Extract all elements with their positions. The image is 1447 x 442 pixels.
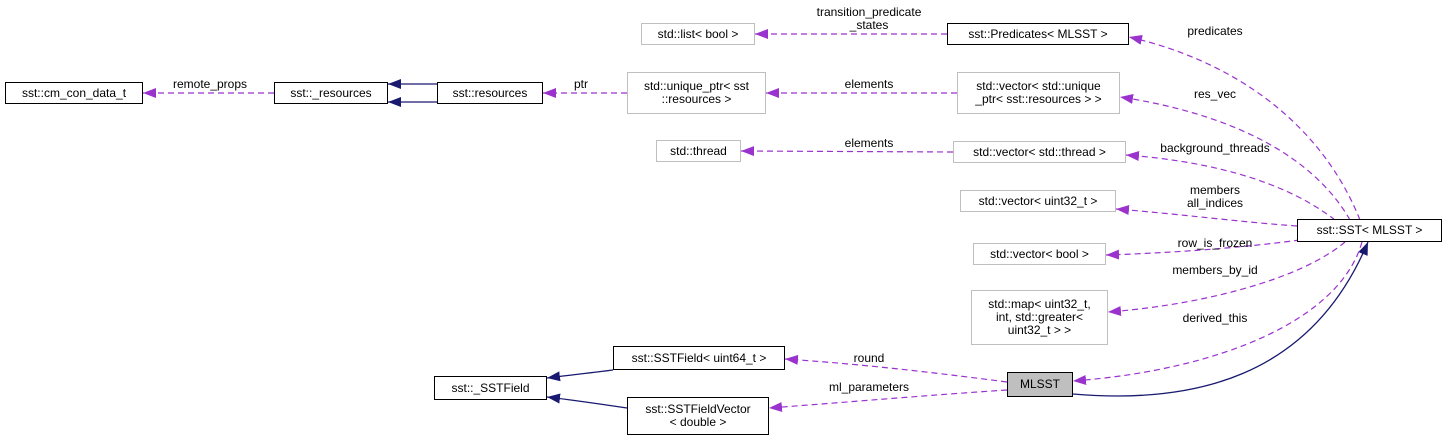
- node-sstfield-uint64[interactable]: sst::SSTField< uint64_t >: [613, 346, 785, 370]
- edge-members-all-indices: [1115, 205, 1298, 227]
- node-vector-bool[interactable]: std::vector< bool >: [973, 243, 1106, 265]
- edge-label-res-vec: res_vec: [1193, 87, 1237, 101]
- edge-members-by-id: [1107, 241, 1346, 316]
- node-mlsst-selected: MLSST: [1007, 372, 1073, 397]
- node-list-bool[interactable]: std::list< bool >: [641, 23, 755, 45]
- node-underscore-resources[interactable]: sst::_resources: [274, 82, 388, 104]
- node-underscore-sstfield[interactable]: sst::_SSTField: [434, 376, 547, 400]
- edge-round: [784, 354, 1008, 383]
- node-vector-unique-ptr[interactable]: std::vector< std::unique _ptr< sst::reso…: [957, 72, 1120, 114]
- edge-label-ptr: ptr: [573, 77, 589, 91]
- node-map-uint32[interactable]: std::map< uint32_t, int, std::greater< u…: [971, 290, 1108, 345]
- edge-derived-this: [1072, 241, 1363, 386]
- edge-label-remote-props: remote_props: [172, 77, 248, 91]
- node-predicates[interactable]: sst::Predicates< MLSST >: [947, 23, 1129, 45]
- edge-label-background-threads: background_threads: [1160, 141, 1270, 155]
- edge-sstfield-inherits-underscore-sstfield: [546, 369, 614, 382]
- edge-label-elements-thread: elements: [844, 136, 894, 150]
- edge-sstfieldvector-inherits-underscore-sstfield: [546, 393, 628, 409]
- node-vector-thread[interactable]: std::vector< std::thread >: [953, 141, 1126, 163]
- edge-row-is-frozen: [1105, 239, 1301, 260]
- node-cm-con-data[interactable]: sst::cm_con_data_t: [5, 82, 143, 104]
- node-sst-mlsst[interactable]: sst::SST< MLSST >: [1297, 219, 1442, 242]
- edge-res-vec: [1119, 93, 1351, 221]
- node-unique-ptr-resources[interactable]: std::unique_ptr< sst ::resources >: [627, 72, 766, 114]
- edge-label-derived-this: derived_this: [1182, 311, 1248, 325]
- edge-label-ml-parameters: ml_parameters: [828, 380, 910, 394]
- edge-label-members-all-indices: members all_indices: [1186, 183, 1244, 210]
- edge-background-threads: [1125, 150, 1336, 221]
- edge-label-round: round: [853, 351, 885, 365]
- inheritance-edges: [388, 79, 1369, 409]
- edge-elements-thread: [740, 146, 954, 157]
- edge-mlsst-inherits-sst: [1072, 241, 1369, 397]
- node-resources[interactable]: sst::resources: [437, 82, 543, 104]
- edge-label-members-by-id: members_by_id: [1172, 263, 1258, 277]
- node-vector-uint32[interactable]: std::vector< uint32_t >: [960, 190, 1116, 212]
- node-sstfield-vector[interactable]: sst::SSTFieldVector < double >: [627, 397, 769, 435]
- edge-predicates: [1128, 35, 1361, 221]
- edge-label-elements-unique: elements: [844, 77, 894, 91]
- edge-label-transition-predicate-states: transition_predicate _states: [816, 5, 922, 32]
- edge-label-predicates: predicates: [1187, 24, 1243, 38]
- edge-label-row-is-frozen: row_is_frozen: [1177, 236, 1253, 250]
- node-thread[interactable]: std::thread: [656, 140, 741, 162]
- usage-edges: [143, 29, 1363, 413]
